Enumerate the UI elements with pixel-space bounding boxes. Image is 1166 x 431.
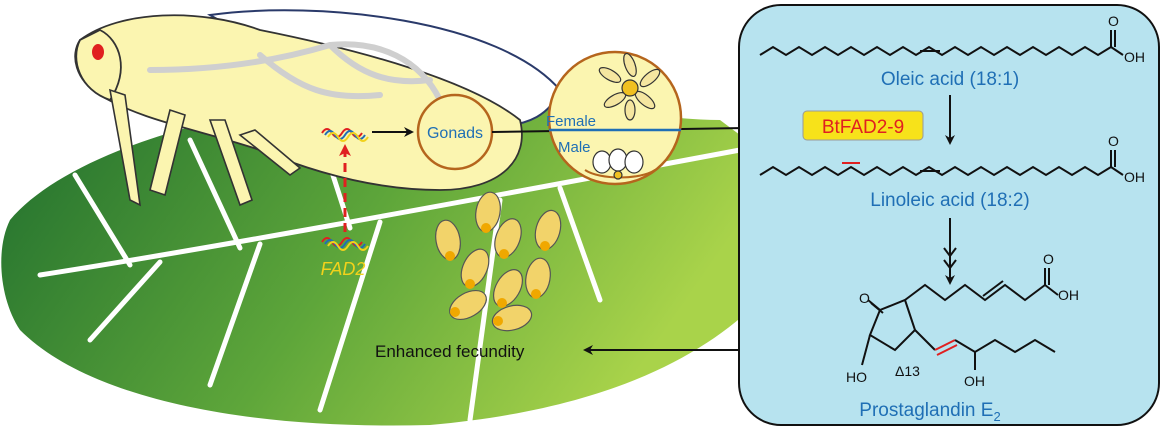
eye-icon — [92, 44, 104, 60]
insect-body — [74, 14, 523, 191]
egg-icon — [525, 257, 551, 299]
egg-cluster — [435, 191, 562, 332]
gene-label: FAD2 — [321, 259, 366, 279]
testis-icon — [584, 148, 656, 180]
egg-icon — [492, 269, 524, 308]
ovary-icon — [598, 52, 661, 121]
linoleic-acid-structure — [759, 150, 1124, 177]
pathway-panel — [738, 4, 1160, 426]
carbonyl-oxygen: O — [1108, 133, 1119, 149]
pathway-arrow-2 — [943, 218, 957, 285]
egg-icon — [475, 191, 501, 233]
female-label: Female — [546, 113, 596, 130]
carbonyl-oxygen: O — [1108, 13, 1119, 29]
egg-icon — [494, 218, 522, 259]
outcome-label: Enhanced fecundity — [375, 342, 525, 361]
hydroxyl-label: HO — [846, 369, 867, 385]
gonads-label: Gonads — [427, 125, 483, 142]
gene-wave-bottom — [321, 237, 369, 251]
hydroxyl-label: OH — [1058, 287, 1079, 303]
egg-icon — [435, 219, 461, 261]
egg-icon — [534, 209, 562, 251]
delta-13-label: Δ13 — [895, 363, 920, 379]
hydroxyl-label: OH — [1124, 49, 1145, 65]
prostaglandin-label: Prostaglandin E2 — [859, 400, 1000, 424]
carbonyl-oxygen: O — [1043, 251, 1054, 267]
carbonyl-oxygen: O — [859, 290, 870, 306]
enzyme-box — [802, 110, 924, 141]
hydroxyl-label: OH — [964, 373, 985, 389]
enzyme-label: BtFAD2-9 — [822, 117, 904, 138]
oleic-acid-structure — [759, 30, 1124, 57]
hydroxyl-label: OH — [1124, 169, 1145, 185]
gonad-detail-circle — [547, 50, 683, 186]
prostaglandin-structure — [861, 268, 1059, 370]
linoleic-acid-label: Linoleic acid (18:2) — [870, 190, 1029, 211]
whitefly-insect — [74, 9, 562, 207]
egg-icon — [460, 248, 490, 289]
oleic-acid-label: Oleic acid (18:1) — [881, 69, 1019, 90]
gene-wave-top — [321, 128, 369, 142]
egg-icon — [491, 304, 533, 332]
male-label: Male — [558, 139, 591, 156]
egg-icon — [449, 289, 487, 321]
